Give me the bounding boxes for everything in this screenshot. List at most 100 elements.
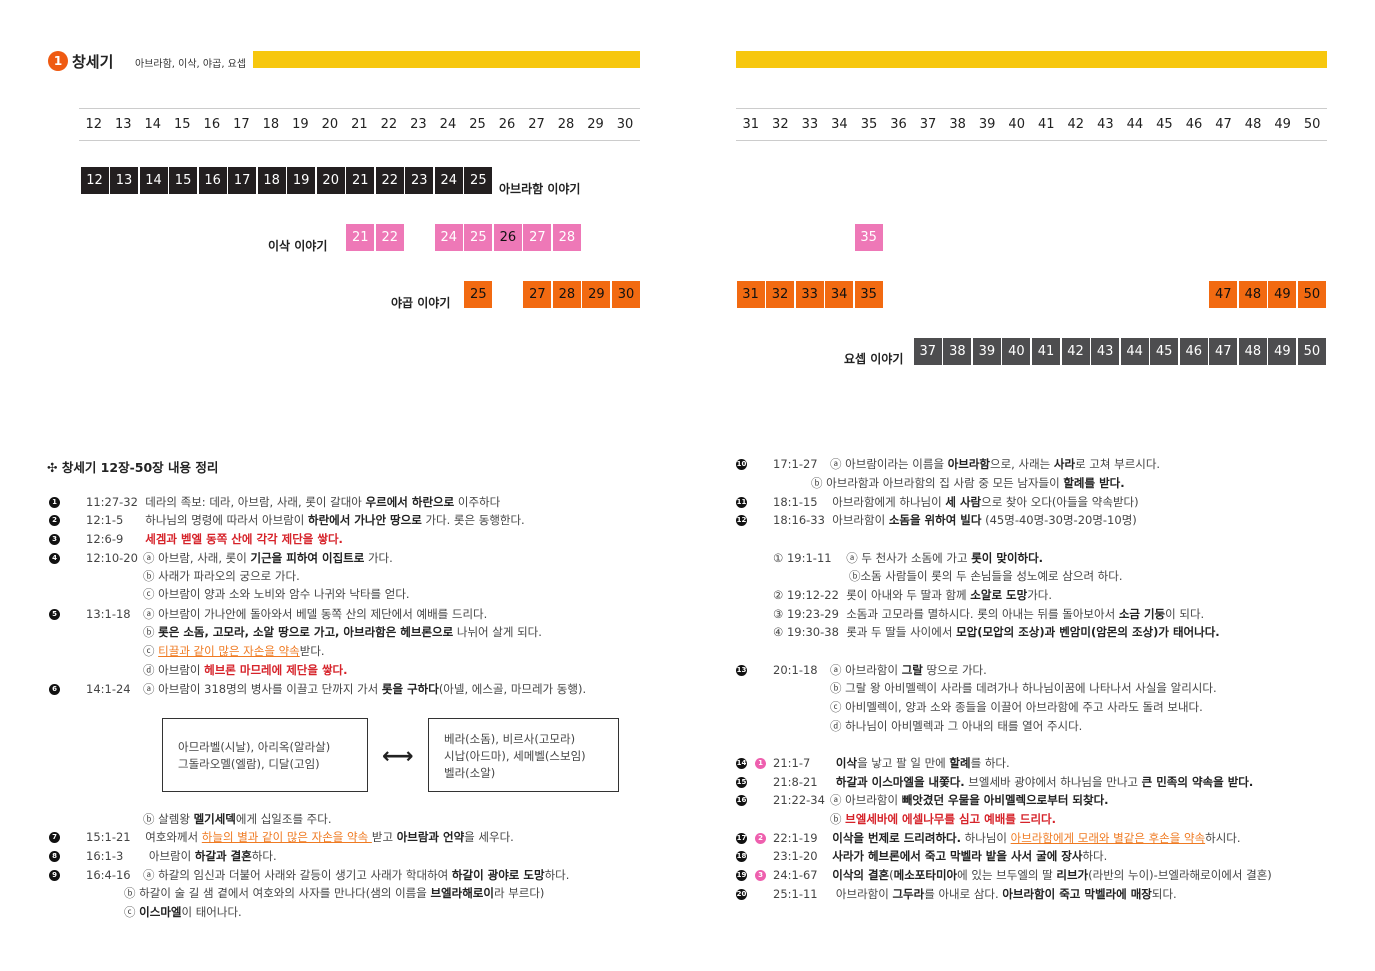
joseph-cell: 48 [1238,338,1267,365]
chapter-number: 49 [1274,117,1291,132]
abraham-cell: 19 [287,167,316,194]
book-subtitle: 아브라함, 이삭, 야곱, 요셉 [135,59,247,70]
joseph-cell: 43 [1091,338,1120,365]
right-item-16-ref: 21:22-34 [773,793,825,807]
right-sub-1: ① 19:1-11 ⓐ 두 천사가 소돔에 가고 롯이 맞이하다. [773,551,1044,565]
chapter-number: 50 [1303,117,1321,132]
bullet-14: 14 [736,758,747,769]
left-item-4c: ⓒ 아브람이 양과 소와 노비와 암수 나귀와 낙타를 얻다. [143,587,410,601]
bullet-16: 16 [736,795,747,806]
chapter-number: 15 [174,117,191,132]
book-icon: 1 [48,51,68,71]
bullet-15: 15 [736,777,747,788]
left-item-5b: ⓑ 롯은 소돔, 고모라, 소알 땅으로 가고, 아브라함은 헤브론으로 나뉘어… [143,625,542,639]
chapter-number: 39 [978,117,996,132]
chapter-number: 47 [1215,117,1232,132]
left-item-4-ref: 12:10-20 [86,551,138,565]
chapter-number: 36 [890,117,907,132]
right-item-14: 21:1-7 이삭을 낳고 팔 일 만에 할례를 하다. [773,756,1010,770]
chapter-number: 18 [262,117,280,132]
chapter-number: 42 [1067,117,1085,132]
left-item-5d: ⓓ 아브람이 헤브론 마므레에 제단을 쌓다. [143,663,348,677]
chapter-number: 24 [439,117,457,132]
right-item-19: 24:1-67 이삭의 결혼(메소포타미아에 있는 브두엘의 딸 리브가(라반의… [773,868,1272,882]
chapter-number: 12 [85,117,103,132]
left-item-9b: ⓑ 하갈이 술 길 샘 곁에서 여호와의 사자를 만나다(샘의 이름을 브엘라해… [124,886,545,900]
bullet-20: 20 [736,889,747,900]
abraham-story-label: 아브라함 이야기 [499,182,581,196]
left-item-9c: ⓒ 이스마엘이 태어나다. [124,905,242,919]
abraham-cell: 20 [316,167,345,194]
jacob-cell: 30 [611,281,640,308]
isaac-cell: 28 [552,224,581,251]
abraham-cell: 24 [434,167,463,194]
arrow-icon: ⟷ [382,744,414,769]
isaac-cell: 27 [523,224,552,251]
chapter-number: 13 [115,117,132,132]
joseph-cell: 40 [1002,338,1031,365]
joseph-cell: 37 [913,338,942,365]
left-item-9a: ⓐ 하갈의 임신과 더불어 사래와 갈등이 생기고 사래가 학대하여 하갈이 광… [143,868,570,882]
chapter-number: 25 [469,117,486,132]
left-item-6a: ⓐ 아브람이 318명의 병사를 이끌고 단까지 가서 롯을 구하다(아넬, 에… [143,682,587,696]
chapter-number: 32 [772,117,789,132]
abraham-cell: 12 [80,167,109,194]
bullet-1: 1 [49,497,60,508]
chapter-number: 40 [1008,117,1025,132]
left-item-1: 11:27-32 데라의 족보: 데라, 아브람, 사래, 롯이 갈대아 우르에… [86,495,501,509]
bullet-5: 5 [49,609,60,620]
pink-bullet-1: 1 [755,758,766,769]
joseph-cell: 41 [1032,338,1060,365]
jacob-cell: 29 [582,281,611,308]
chapter-number: 26 [498,117,516,132]
chapter-number: 19 [292,117,309,132]
chapter-number: 45 [1156,117,1173,132]
left-item-7: 15:1-21 여호와께서 하늘의 별과 같이 많은 자손을 약속 받고 아브람… [86,830,514,844]
joseph-cell: 49 [1268,338,1297,365]
left-item-5-ref: 13:1-18 [86,607,131,621]
isaac-story-label: 이삭 이야기 [268,239,328,253]
joseph-cell: 50 [1297,338,1326,365]
bullet-8: 8 [49,851,60,862]
bullet-18: 18 [736,851,747,862]
left-item-4a: ⓐ 아브람, 사래, 롯이 기근을 피하여 이집트로 가다. [143,551,393,565]
isaac-cell: 22 [375,224,404,251]
chapter-number: 29 [587,117,604,132]
jacob-cell: 31 [736,281,765,308]
right-item-10-ref: 17:1-27 [773,457,818,471]
left-item-6-ref: 14:1-24 [86,682,131,696]
pink-bullet-2: 2 [755,833,766,844]
book-title: 창세기 [72,53,114,71]
chapter-number: 31 [742,117,760,132]
bullet-10: 10 [736,459,747,470]
joseph-cell: 45 [1150,338,1179,365]
right-sub-3: ③ 19:23-29 소돔과 고모라를 멸하시다. 롯의 아내는 뒤를 돌아보아… [773,607,1205,621]
abraham-cell: 17 [228,167,257,194]
jacob-cell: 49 [1268,281,1297,308]
summary-title: ✣ 창세기 12장-50장 내용 정리 [47,460,219,475]
chapter-number: 34 [831,117,848,132]
right-sub-2: ② 19:12-22 롯이 아내와 두 딸과 함께 소알로 도망가다. [773,588,1053,602]
jacob-story-label: 야곱 이야기 [391,296,451,310]
jacob-cell: 47 [1209,281,1238,308]
right-item-18: 23:1-20 사라가 헤브론에서 죽고 막벨라 밭을 사서 굴에 장사하다. [773,849,1108,863]
joseph-cell: 39 [972,338,1001,365]
abraham-cell: 21 [346,167,375,194]
left-item-3: 12:6-9 세겜과 벧엘 동쪽 산에 각각 제단을 쌓다. [86,532,343,546]
abraham-cell: 18 [257,167,286,194]
right-item-11: 18:1-15 아브라함에게 하나님이 세 사람으로 찾아 오다(아들을 약속받… [773,495,1139,509]
right-item-15: 21:8-21 하갈과 이스마엘을 내쫓다. 브엘세바 광야에서 하나님을 만나… [773,775,1254,789]
chapter-number: 37 [919,117,937,132]
joseph-cell: 47 [1209,338,1238,365]
left-item-6b: ⓑ 살렘왕 멜기세덱에게 십일조를 주다. [143,812,332,826]
kings-box-left: 아므라벨(시날), 아리옥(알라살)그돌라오멜(엘람), 디달(고임) [162,718,368,792]
joseph-cell: 38 [943,338,972,365]
left-item-2: 12:1-5 하나님의 명령에 따라서 아브람이 하란에서 가나안 땅으로 가다… [86,513,525,527]
bullet-9: 9 [49,870,60,881]
right-item-16b: ⓑ 브엘세바에 에셀나무를 심고 예배를 드리다. [830,812,1056,826]
left-item-5a: ⓐ 아브람이 가나안에 돌아와서 베델 동쪽 산의 제단에서 예배를 드리다. [143,607,488,621]
bullet-11: 11 [736,497,747,508]
chapter-number: 35 [860,117,878,132]
chapter-number: 16 [203,117,221,132]
